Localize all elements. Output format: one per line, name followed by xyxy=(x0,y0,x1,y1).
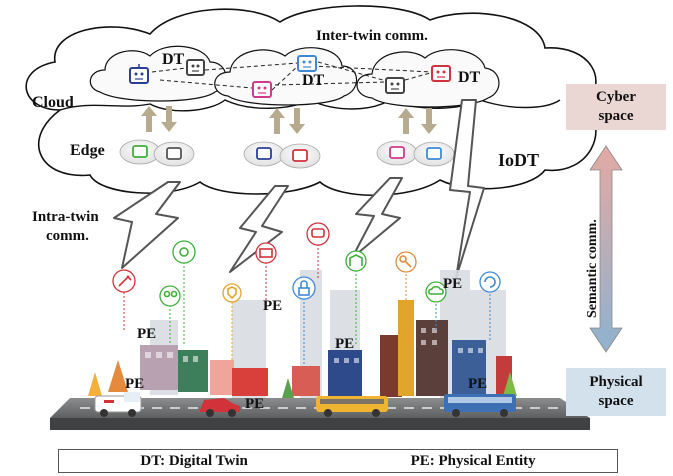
legend-dt: DT: Digital Twin xyxy=(140,452,248,469)
cyber-space-line2: space xyxy=(598,108,634,124)
robot-icon xyxy=(129,64,149,84)
city-illustration xyxy=(50,270,590,430)
legend-pe: PE: Physical Entity xyxy=(410,452,536,469)
robot-icon xyxy=(297,55,317,72)
pe-label: PE xyxy=(125,376,144,392)
building-icon xyxy=(345,250,367,272)
pe-label: PE xyxy=(468,376,487,392)
chat-icon xyxy=(306,222,330,246)
physical-space-line2: space xyxy=(598,393,634,409)
refresh-icon xyxy=(479,271,501,293)
cyber-space-line1: Cyber xyxy=(596,89,636,106)
pe-label: PE xyxy=(443,276,462,292)
robot-icon xyxy=(385,77,405,94)
inter-twin-label: Inter-twin comm. xyxy=(316,28,428,44)
inter-twin-links xyxy=(151,61,433,91)
bus-icon xyxy=(444,394,516,417)
semantic-comm-label: Semantic comm. xyxy=(585,219,600,318)
physical-space-panel: Physical space xyxy=(566,368,666,416)
pe-label: PE xyxy=(137,326,156,342)
sync-arrows xyxy=(141,106,437,134)
dt-label: DT xyxy=(162,51,185,68)
edge-label: Edge xyxy=(70,142,105,159)
mail-icon xyxy=(255,242,277,264)
dt-label: DT xyxy=(458,69,481,86)
ambulance-icon xyxy=(94,392,142,417)
bus-icon xyxy=(316,396,388,417)
semantic-comm-arrow xyxy=(589,145,623,353)
gear-icon xyxy=(172,240,196,264)
cloud-chat-icon xyxy=(425,281,447,303)
robot-icon xyxy=(252,81,272,98)
cloud-label: Cloud xyxy=(32,94,74,111)
dt-label: DT xyxy=(302,72,325,89)
iodt-label: IoDT xyxy=(498,150,539,170)
intra-twin-label: comm. xyxy=(46,228,89,244)
car-icon xyxy=(200,398,240,417)
service-icons xyxy=(112,222,501,366)
pe-label: PE xyxy=(335,336,354,352)
pe-label: PE xyxy=(263,298,282,314)
cyber-space-panel: Cyber space xyxy=(566,84,666,130)
pe-label: PE xyxy=(245,396,264,412)
users-icon xyxy=(159,285,181,307)
comm-bolts xyxy=(113,99,485,279)
physical-space-line1: Physical xyxy=(589,374,643,391)
legend: DT: Digital Twin PE: Physical Entity xyxy=(58,449,618,473)
intra-twin-label: Intra-twin xyxy=(32,209,99,225)
robot-icon xyxy=(431,65,451,82)
robot-icon xyxy=(186,59,205,76)
